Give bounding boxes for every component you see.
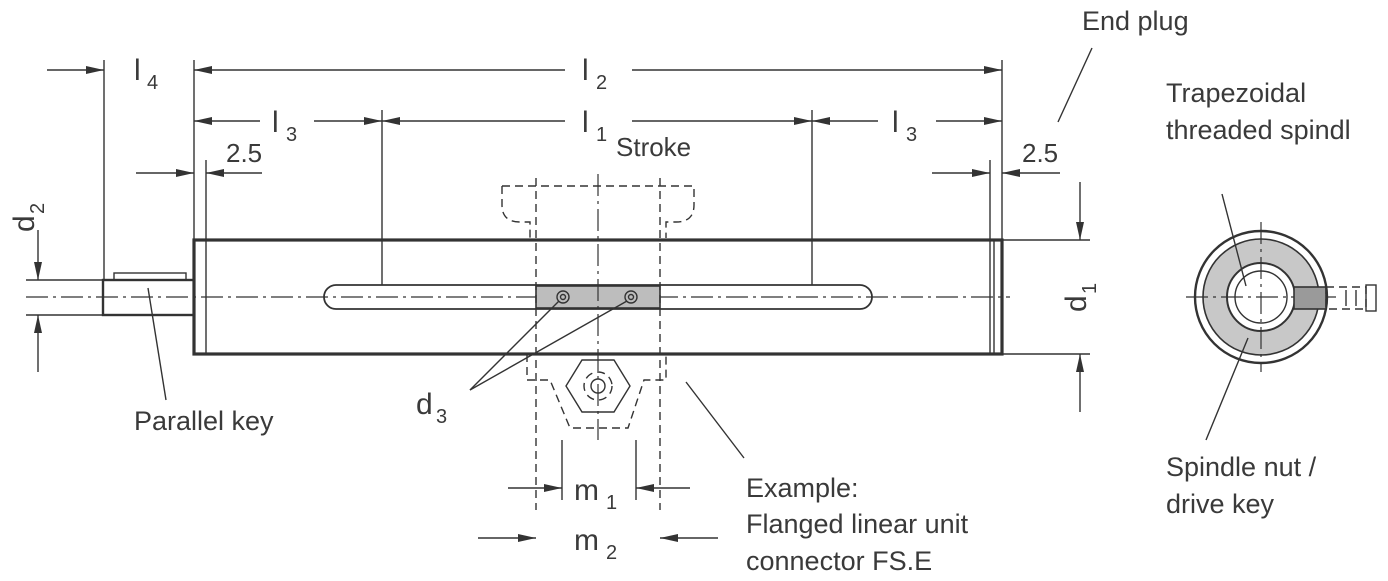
- label-d3-main: d: [416, 388, 433, 421]
- dimension-m2: m 2: [478, 524, 718, 564]
- label-d1-sub: 1: [1079, 283, 1101, 294]
- label-l3-right-sub: 3: [906, 124, 917, 146]
- dimension-l3-right: l 3: [812, 106, 1002, 146]
- label-d2-sub: 2: [27, 203, 49, 214]
- callout-parallel-key: Parallel key: [134, 287, 274, 436]
- drive-shaft: [101, 272, 196, 317]
- label-d2-main: d: [8, 215, 41, 232]
- flange-connector-outline: [501, 174, 695, 510]
- dimension-l3-left: l 3: [194, 106, 383, 285]
- dimension-d2: d 2: [8, 203, 103, 372]
- label-l2-sub: 2: [596, 72, 607, 94]
- callout-spindle: Trapezoidal threaded spindl: [1166, 78, 1351, 287]
- label-l2-main: l: [582, 54, 589, 87]
- label-m1-sub: 1: [606, 492, 617, 514]
- section-view: [1186, 222, 1377, 372]
- dimension-d1: d 1: [1002, 182, 1101, 412]
- label-example-3: connector FS.E: [746, 546, 932, 576]
- label-m2-main: m: [574, 524, 599, 557]
- label-spindle-2: threaded spindl: [1166, 115, 1351, 145]
- dimension-d3: d 3: [416, 300, 628, 428]
- dimension-l4: l 4: [47, 54, 158, 280]
- label-offset-right: 2.5: [1022, 138, 1058, 168]
- label-l4-main: l: [134, 54, 141, 87]
- callout-end-plug: End plug: [1057, 6, 1189, 123]
- label-parallel-key: Parallel key: [134, 406, 274, 436]
- dimension-offset-right: 2.5: [932, 138, 1060, 240]
- label-stroke: Stroke: [616, 132, 691, 162]
- label-l3-left-sub: 3: [286, 124, 297, 146]
- label-l1-main: l: [582, 106, 589, 139]
- label-offset-left: 2.5: [226, 138, 262, 168]
- stroke-slot: [323, 284, 873, 310]
- label-m2-sub: 2: [606, 542, 617, 564]
- dimension-m1: m 1: [508, 440, 690, 514]
- label-nut-2: drive key: [1166, 489, 1275, 519]
- label-l3-left-main: l: [272, 106, 279, 139]
- label-d3-sub: 3: [436, 406, 447, 428]
- label-l1-sub: 1: [596, 124, 607, 146]
- label-l3-right-main: l: [892, 106, 899, 139]
- label-spindle-1: Trapezoidal: [1166, 78, 1306, 108]
- label-l4-sub: 4: [147, 72, 158, 94]
- dimension-l2: l 2: [193, 54, 1003, 240]
- dimension-offset-left: 2.5: [136, 138, 262, 240]
- label-d1-main: d: [1060, 295, 1093, 312]
- label-example-1: Example:: [746, 473, 859, 503]
- dimension-l1: l 1 Stroke: [382, 106, 813, 285]
- label-end-plug: End plug: [1082, 6, 1189, 36]
- label-example-2: Flanged linear unit: [746, 509, 969, 539]
- callout-spindle-nut: Spindle nut / drive key: [1166, 337, 1317, 519]
- label-nut-1: Spindle nut /: [1166, 452, 1317, 482]
- callout-example: Example: Flanged linear unit connector F…: [685, 381, 969, 576]
- label-m1-main: m: [574, 474, 599, 507]
